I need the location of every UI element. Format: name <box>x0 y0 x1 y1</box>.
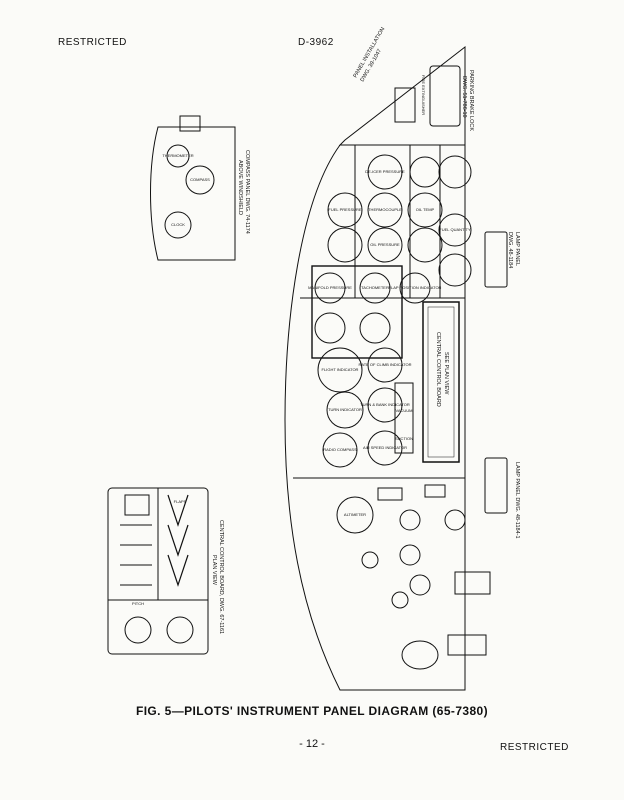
gauge-fuel-pressure: FUEL PRESSURE <box>328 207 362 212</box>
label-compass-panel-note: ABOVE WINDSHIELD <box>237 160 243 215</box>
compass-panel-outline <box>150 126 236 261</box>
label-parking-brake-dwg: DWG. 51-786-10 <box>461 76 467 118</box>
label-central-board-panel: CENTRAL CONTROL BOARD <box>435 332 441 407</box>
label-thermometer: THERMOMETER <box>162 153 193 158</box>
gauge-turn-bank: TURN & BANK INDICATOR <box>360 402 410 407</box>
gauge-flight-indicator: FLIGHT INDICATOR <box>322 367 359 372</box>
document-number: D-3962 <box>298 37 334 48</box>
gauge-oil-pressure: OIL PRESSURE <box>370 242 400 247</box>
label-fire-extinguisher: FIRE EXTINGUISHER <box>421 75 426 115</box>
gauge-fuel-quantity: FUEL QUANTITY <box>439 227 471 232</box>
label-parking-brake: PARKING BRAKE LOCK <box>468 70 474 131</box>
footer-restricted-label: RESTRICTED <box>500 742 569 753</box>
gauge-tachometer: TACHOMETER <box>361 285 389 290</box>
label-pitch: PITCH <box>132 601 144 606</box>
label-lamp-panel-lower: LAMP PANEL DWG. 48-1184-1 <box>514 462 520 539</box>
panel-body-outline <box>284 144 466 691</box>
figure-caption: FIG. 5—PILOTS' INSTRUMENT PANEL DIAGRAM … <box>135 704 489 718</box>
gauge-suction: SUCTION <box>395 436 413 441</box>
label-central-board-panel-note: SEE PLAN VIEW <box>443 352 449 395</box>
gauge-turn-indicator: TURN INDICATOR <box>328 407 362 412</box>
label-compass: COMPASS <box>190 177 210 182</box>
label-flaps: FLAPS <box>174 499 187 504</box>
gauge-air-speed: AIR SPEED INDICATOR <box>363 445 407 450</box>
gauge-rate-of-climb: RATE OF CLIMB INDICATOR <box>358 362 411 367</box>
central-board-rect <box>422 301 460 463</box>
gauge-manifold-pressure: MANIFOLD PRESSURE <box>308 285 352 290</box>
label-compass-panel: COMPASS PANEL DWG. 74-1174 <box>244 150 250 234</box>
label-lamp-panel-upper-dwg: DWG. 48-1184 <box>507 232 513 268</box>
panel-outline <box>338 45 466 146</box>
label-central-board-plan-note: PLAN VIEW <box>211 555 217 586</box>
gauge-thermocouple: THERMOCOUPLE <box>368 207 402 212</box>
gauge-altimeter: ALTIMETER <box>344 512 366 517</box>
gauge-vacuum: VACUUM <box>395 408 412 413</box>
label-clock: CLOCK <box>171 222 185 227</box>
gauge-flap-position: FLAP POSITION INDICATOR <box>389 285 442 290</box>
label-central-board-plan: CENTRAL CONTROL BOARD, DWG. 67-1161 <box>218 520 224 634</box>
gauge-oil-temp: OIL TEMP <box>416 207 435 212</box>
gauge-de-icer-pressure: DE-ICER PRESSURE <box>365 169 405 174</box>
page-number: - 12 - <box>299 738 325 750</box>
header-restricted-label: RESTRICTED <box>58 37 127 48</box>
gauge-radio-compass: RADIO COMPASS <box>323 447 357 452</box>
label-lamp-panel-upper: LAMP PANEL <box>514 232 520 266</box>
